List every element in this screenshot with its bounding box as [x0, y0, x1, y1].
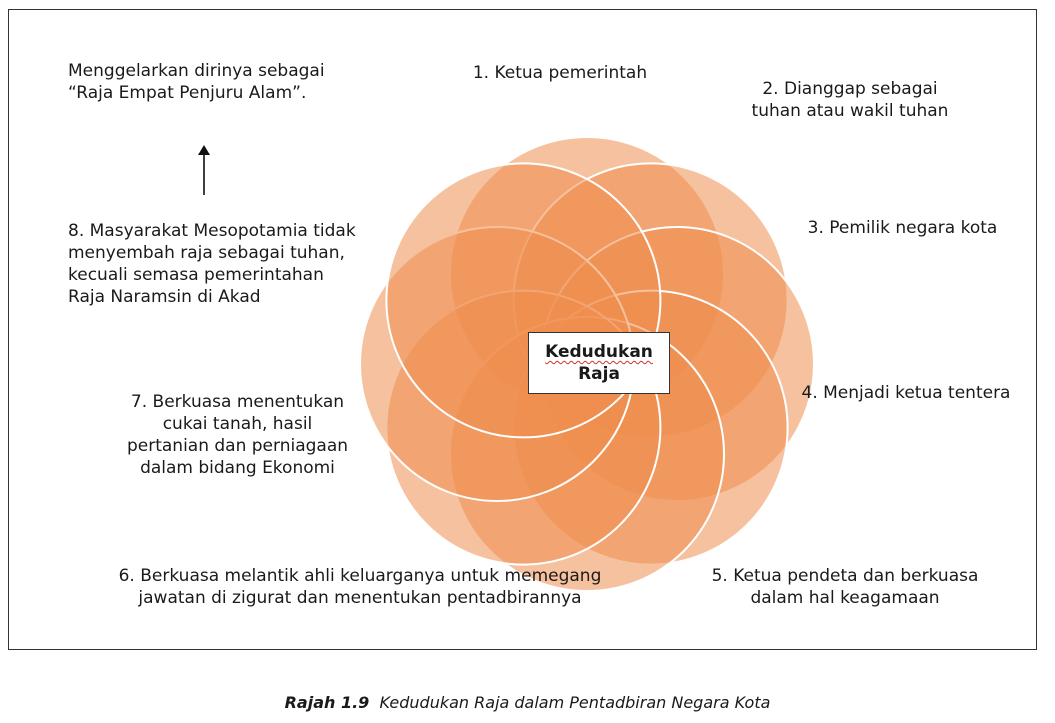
center-label-line1: Kedudukan — [545, 342, 653, 362]
item-8-line2: menyembah raja sebagai tuhan, — [68, 243, 345, 263]
item-8: 8. Masyarakat Mesopotamia tidak menyemba… — [68, 220, 356, 308]
item-7-line3: pertanian dan perniagaan — [126, 436, 349, 456]
item-6-line1: 6. Berkuasa melantik ahli keluarganya un… — [118, 566, 602, 586]
top-note-line1: Menggelarkan dirinya sebagai — [68, 61, 325, 81]
item-7-line1: 7. Berkuasa menentukan — [130, 392, 345, 412]
item-8-line4: Raja Naramsin di Akad — [68, 287, 261, 307]
item-6-line2: jawatan di zigurat dan menentukan pentad… — [138, 588, 582, 608]
top-note: Menggelarkan dirinya sebagai “Raja Empat… — [68, 60, 325, 104]
center-label-line2: Raja — [578, 364, 620, 384]
item-7: 7. Berkuasa menentukan cukai tanah, hasi… — [100, 391, 375, 479]
item-2: 2. Dianggap sebagai tuhan atau wakil tuh… — [720, 78, 980, 122]
item-7-line2: cukai tanah, hasil — [162, 414, 313, 434]
top-note-line2: “Raja Empat Penjuru Alam”. — [68, 83, 307, 103]
item-2-line2: tuhan atau wakil tuhan — [751, 101, 949, 121]
item-5-line1: 5. Ketua pendeta dan berkuasa — [711, 566, 979, 586]
up-arrow-icon — [198, 145, 210, 195]
item-1: 1. Ketua pemerintah — [440, 62, 680, 84]
item-8-line3: kecuali semasa pemerintahan — [68, 265, 324, 285]
diagram-frame — [8, 9, 1037, 650]
item-5: 5. Ketua pendeta dan berkuasa dalam hal … — [680, 565, 1010, 609]
figure-caption: Rajah 1.9 Kedudukan Raja dalam Pentadbir… — [0, 693, 1055, 712]
caption-label: Rajah 1.9 — [284, 693, 370, 712]
item-1-line1: 1. Ketua pemerintah — [472, 63, 648, 83]
item-4: 4. Menjadi ketua tentera — [782, 382, 1030, 404]
item-2-line1: 2. Dianggap sebagai — [762, 79, 938, 99]
item-6: 6. Berkuasa melantik ahli keluarganya un… — [60, 565, 660, 609]
item-5-line2: dalam hal keagamaan — [750, 588, 940, 608]
item-3: 3. Pemilik negara kota — [780, 217, 1025, 239]
item-8-line1: 8. Masyarakat Mesopotamia tidak — [68, 221, 356, 241]
item-4-line1: 4. Menjadi ketua tentera — [801, 383, 1011, 403]
caption-text: Kedudukan Raja dalam Pentadbiran Negara … — [379, 693, 771, 712]
center-box: Kedudukan Raja — [528, 332, 670, 394]
petal-circle — [385, 162, 662, 439]
item-3-line1: 3. Pemilik negara kota — [807, 218, 998, 238]
item-7-line4: dalam bidang Ekonomi — [140, 458, 335, 478]
